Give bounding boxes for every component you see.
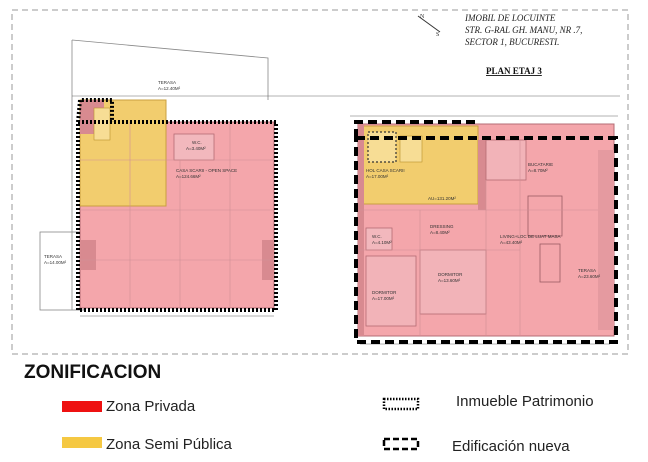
left-wall-block — [80, 240, 96, 270]
right-new-building-outline-top — [354, 120, 480, 138]
sofa — [539, 243, 561, 283]
right-grid-lines — [358, 140, 598, 336]
room-label: TERASA — [158, 80, 176, 85]
right-wall-block — [598, 150, 614, 330]
right-new-building-outline — [354, 136, 618, 344]
room-area: A=23.60M² — [578, 274, 601, 279]
dining-table — [527, 195, 563, 237]
room-label: TERASA — [44, 254, 62, 259]
heritage-outline-icon — [382, 397, 420, 411]
semi-public-zone-swatch — [62, 437, 102, 448]
room-label: DORMITOR — [438, 272, 463, 277]
room-label: HOL CASA SCARII — [366, 168, 405, 173]
left-monument-outline-top — [76, 98, 114, 123]
room-area: A=17.00M² — [366, 174, 389, 179]
legend-label-new-building: Edificación nueva — [452, 438, 570, 455]
site-boundary-left — [71, 39, 269, 100]
left-building — [76, 98, 278, 312]
left-terrace-annex — [39, 231, 85, 311]
room-label: BUCATARIE — [528, 162, 553, 167]
room-area: A=3.40M² — [186, 146, 206, 151]
room-area: A=124.66M² — [176, 174, 201, 179]
right-building — [354, 120, 618, 344]
room-label: LIVING+LOC DE LUAT MASA — [500, 234, 560, 239]
right-wc-room — [365, 227, 393, 251]
right-lift — [399, 135, 423, 163]
legend-label-semi-public: Zona Semi Pública — [106, 436, 232, 453]
right-bedroom-1 — [365, 255, 417, 327]
compass-s: S — [436, 32, 439, 38]
legend-label-heritage: Inmueble Patrimonio — [456, 393, 594, 410]
left-grid-lines — [80, 122, 274, 308]
compass-n: N — [420, 14, 425, 20]
room-label: CASA SCARII - OPEN SPACE — [176, 168, 237, 173]
room-label: DRESSING — [430, 224, 454, 229]
plan-title: PLAN ETAJ 3 — [486, 66, 542, 76]
room-area: A=8.70M² — [528, 168, 548, 173]
new-building-outline-icon — [382, 437, 420, 451]
room-area: AU=131.20M² — [428, 196, 456, 201]
room-area: A=4.10M² — [372, 240, 392, 245]
right-wall-block — [478, 140, 486, 210]
private-zone-swatch — [62, 401, 102, 412]
room-label: W.C. — [372, 234, 382, 239]
room-area: A=13.60M² — [438, 278, 461, 283]
right-kitchen — [485, 139, 527, 181]
legend-label-private: Zona Privada — [106, 398, 196, 415]
room-label: DORMITOR — [372, 290, 397, 295]
compass-icon: N S — [417, 14, 441, 38]
legend-title: ZONIFICACION — [24, 362, 162, 383]
room-area: A=8.40M² — [430, 230, 450, 235]
left-wc-room — [173, 133, 215, 161]
left-monument-outline — [76, 120, 278, 312]
room-area: A=17.00M² — [372, 296, 395, 301]
room-area: A=43.40M² — [500, 240, 523, 245]
room-label: W.C. — [192, 140, 202, 145]
project-title-line-3: SECTOR 1, BUCURESTI. — [465, 37, 559, 47]
right-wall-block — [358, 124, 364, 336]
project-title-line-1: IMOBIL DE LOCUINTE — [464, 13, 556, 23]
room-area: A=14.00M² — [44, 260, 67, 265]
project-title-line-2: STR. G-RAL GH. MANU, NR .7, — [465, 25, 582, 35]
room-label: TERASA — [578, 268, 596, 273]
floor-plan-drawing: N S IMOBIL DE LOCUINTE STR. G-RAL GH. MA… — [11, 9, 629, 355]
room-area: A=12.40M² — [158, 86, 181, 91]
